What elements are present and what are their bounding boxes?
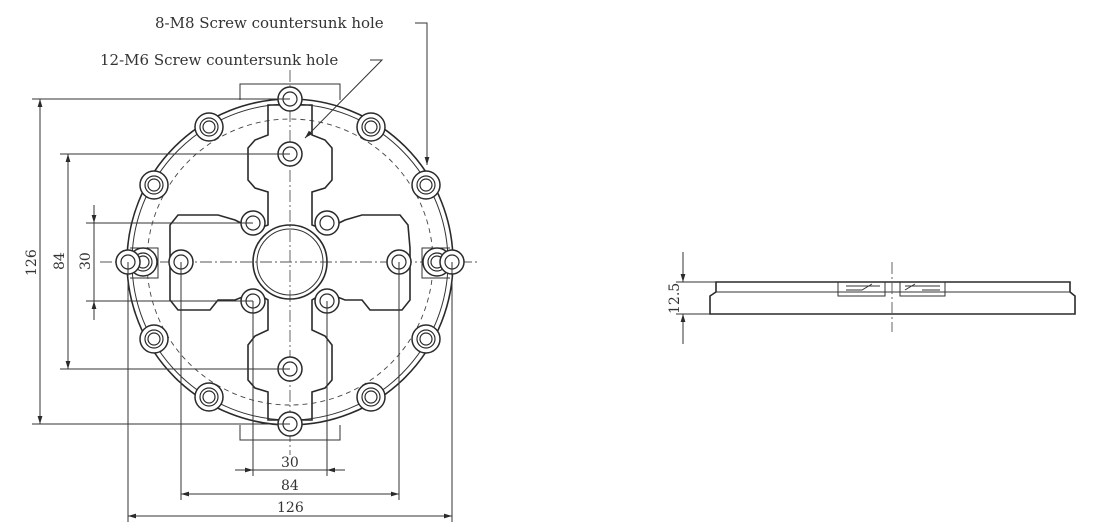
m6-callout: 12-M6 Screw countersunk hole xyxy=(100,51,338,69)
m8-hole xyxy=(411,170,441,200)
horizontal-dim-30-label: 30 xyxy=(281,455,299,471)
vertical-dim-84: 84 xyxy=(52,153,290,370)
center-hub-inner xyxy=(256,228,324,296)
horizontal-dim-84: 84 xyxy=(180,262,400,500)
side-recess-left xyxy=(837,282,886,297)
side-dim-12-5: 12.5 xyxy=(667,252,716,344)
m8-hole xyxy=(139,324,169,354)
m8-hole xyxy=(194,382,224,412)
m8-leader xyxy=(415,22,430,165)
m6-hole xyxy=(314,210,340,236)
side-profile xyxy=(709,281,1076,315)
m8-hole xyxy=(139,170,169,200)
bottom-slot xyxy=(239,425,341,441)
center-hub xyxy=(252,224,328,300)
vertical-dim-84-label: 84 xyxy=(52,252,68,270)
m8-hole xyxy=(356,382,386,412)
m8-callout: 8-M8 Screw countersunk hole xyxy=(155,14,384,32)
m8-hole xyxy=(194,112,224,142)
side-dim-12-5-label: 12.5 xyxy=(667,283,683,314)
m8-hole xyxy=(411,324,441,354)
side-recess-left-detail xyxy=(846,283,880,291)
top-slot xyxy=(239,83,341,100)
vertical-dim-30-label: 30 xyxy=(78,252,94,270)
horizontal-dim-126: 126 xyxy=(127,262,453,522)
top-view: 8-M8 Screw countersunk hole 12-M6 Screw … xyxy=(24,14,480,522)
horizontal-dim-126-label: 126 xyxy=(277,500,304,516)
m6-leader xyxy=(304,59,384,139)
m8-hole xyxy=(356,112,386,142)
side-recess-right-detail xyxy=(904,283,940,291)
vertical-dim-126-label: 126 xyxy=(24,249,40,276)
side-recess-right xyxy=(899,282,946,297)
vertical-dim-30: 30 xyxy=(78,205,253,320)
vertical-dim-126: 126 xyxy=(24,98,290,425)
horizontal-dim-84-label: 84 xyxy=(281,478,299,494)
horizontal-dim-30: 30 xyxy=(235,301,345,476)
side-view: 12.5 xyxy=(667,252,1076,344)
